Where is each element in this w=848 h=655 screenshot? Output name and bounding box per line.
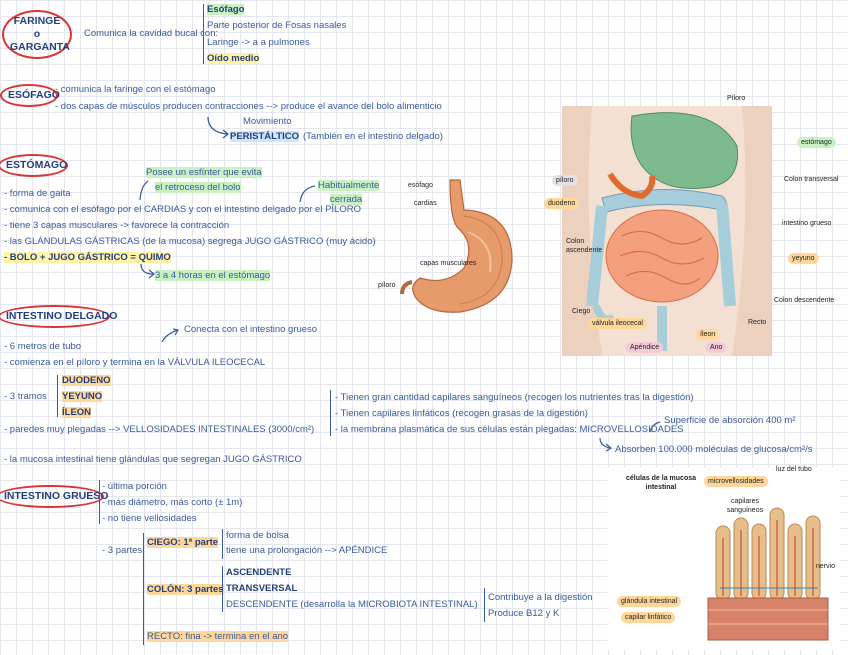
colon-brace — [222, 566, 223, 612]
grueso-item-3: - no tiene vellosidades — [102, 513, 197, 525]
anatomy-label-ileon: íleon — [696, 329, 719, 340]
villi-label-microvellosidades: microvellosidades — [704, 476, 768, 487]
faringe-title: FARINGE o GARGANTA — [2, 10, 72, 59]
faringe-item-4: Oído medio — [207, 53, 259, 65]
estomago-line1: - forma de gaita — [4, 188, 71, 200]
intestino-delgado-line-glandulas: - la mucosa intestinal tiene glándulas q… — [4, 454, 302, 466]
estomago-note-cerrada-1: Habitualmente — [318, 180, 379, 192]
anatomy-label-yeyuno: yeyuno — [788, 253, 819, 264]
anatomy-label-ano: Ano — [706, 342, 726, 353]
anatomy-label-estomago: estómago — [797, 137, 836, 148]
colon-item-2: TRANSVERSAL — [226, 583, 297, 595]
ciego-item-2: tiene una prolongación --> APÉNDICE — [226, 545, 387, 557]
ciego-item-1: forma de bolsa — [226, 530, 289, 542]
ciego-brace — [222, 529, 223, 559]
intestino-delgado-line1: - 6 metros de tubo — [4, 341, 81, 353]
anatomy-label-ciego: Ciego — [572, 307, 590, 316]
intestino-delgado-note-conecta: Conecta con el intestino grueso — [184, 324, 317, 336]
vell-brace — [330, 390, 331, 436]
vell-item-2: - Tienen capilares linfáticos (recogen g… — [335, 408, 588, 420]
stomach-illustration — [372, 172, 532, 322]
estomago-line3: - tiene 3 capas musculares -> favorece l… — [4, 220, 229, 232]
recto: RECTO: fina -> termina en el ano — [147, 631, 288, 643]
faringe-intro: Comunica la cavidad bucal con: — [84, 28, 218, 40]
anatomy-label-piloro: píloro — [552, 175, 578, 186]
tramo-duodeno: DUODENO — [62, 375, 111, 387]
colon-item-3: DESCENDENTE (desarrolla la MICROBIOTA IN… — [226, 599, 478, 611]
anatomy-label-intestino-grueso: intestino grueso — [782, 219, 831, 228]
faringe-item-1: Esófago — [207, 4, 244, 16]
villi-label-capilares: capilares sanguíneos — [722, 497, 768, 515]
esofago-movimiento: Movimiento — [243, 116, 292, 128]
anatomy-label-colon-ascendente: Colon ascendente — [566, 237, 602, 255]
intestino-delgado-line-vell: - paredes muy plegadas --> VELLOSIDADES … — [4, 424, 314, 436]
grueso-brace — [99, 480, 100, 524]
stomach-label-piloro: píloro — [378, 281, 396, 290]
arrow-superficie — [648, 420, 662, 434]
ciego: CIEGO: 1ª parte — [147, 537, 218, 549]
esofago-line2: - dos capas de músculos producen contrac… — [55, 101, 442, 113]
anatomy-label-recto: Recto — [748, 318, 766, 327]
colon-item-1: ASCENDENTE — [226, 567, 291, 579]
vell-item-1: - Tienen gran cantidad capilares sanguín… — [335, 392, 694, 404]
faringe-item-2: Parte posterior de Fosas nasales — [207, 20, 346, 32]
esofago-note: (También en el intestino delgado) — [303, 131, 443, 143]
stomach-label-esofago: esófago — [408, 181, 433, 190]
stomach-figure — [372, 172, 532, 322]
faringe-item-3: Laringe -> a a pulmones — [207, 37, 310, 49]
tramo-ileon: ÍLEON — [62, 407, 91, 419]
arrow-cerrada — [298, 182, 318, 204]
villi-label-nervio: nervio — [816, 562, 835, 571]
villi-label-linfatico: capilar linfático — [621, 612, 675, 623]
grueso-item-1: - última porción — [102, 481, 167, 493]
colon: COLÓN: 3 partes — [147, 584, 224, 596]
estomago-note-esfinter-2: el retroceso del bolo — [155, 182, 241, 194]
esofago-title: ESÓFAGO — [0, 84, 58, 107]
esofago-line1: - comunica la faringe con el estómago — [55, 84, 216, 96]
contribuye-1: Contribuye a la digestión — [488, 592, 593, 604]
tramo-yeyuno: YEYUNO — [62, 391, 102, 403]
stomach-label-capas: capas musculares — [420, 259, 476, 268]
intestino-delgado-tramos-label: - 3 tramos — [4, 391, 47, 403]
partes-brace — [143, 533, 144, 645]
intestino-grueso-title: INTESTINO GRUESO — [0, 485, 104, 508]
estomago-line2: - comunica con el esófago por el CARDIAS… — [4, 204, 361, 216]
anatomy-label-apendice: Apéndice — [626, 342, 663, 353]
anatomy-label-colon-transversal: Colon transversal — [784, 175, 838, 184]
anatomy-label-valvula: válvula ileocecal — [588, 318, 647, 329]
anatomy-label-duodeno: duodeno — [544, 198, 579, 209]
esofago-peristaltico: PERISTÁLTICO — [230, 131, 299, 143]
stomach-label-cardias: cardias — [414, 199, 437, 208]
superficie: Superficie de absorción 400 m² — [664, 415, 796, 427]
arrow-esfinter — [137, 178, 151, 202]
estomago-title: ESTÓMAGO — [0, 154, 68, 177]
intestino-delgado-title: INTESTINO DELGADO — [0, 305, 110, 328]
villi-label-glandula: glándula intestinal — [617, 596, 681, 607]
grueso-item-2: - más diámetro, más corto (± 1m) — [102, 497, 242, 509]
anatomy-label-colon-descendente: Colon descendente — [774, 296, 834, 305]
estomago-note-esfinter-1: Posee un esfínter que evita — [146, 167, 262, 179]
arrow-conecta — [160, 328, 182, 344]
intestino-delgado-line2: - comienza en el píloro y termina en la … — [4, 357, 265, 369]
contribuye-2: Produce B12 y K — [488, 608, 559, 620]
contribuye-brace — [484, 588, 485, 622]
estomago-line6: 3 a 4 horas en el estómago — [155, 270, 270, 282]
faringe-brace — [203, 4, 204, 64]
arrow-absorben — [598, 436, 614, 452]
tramos-brace — [57, 375, 58, 417]
villi-title: células de la mucosa intestinal — [620, 474, 702, 492]
vell-item-3: - la membrana plasmática de sus células … — [335, 424, 684, 436]
absorben: Absorben 100.000 moléculas de glucosa/cm… — [615, 444, 813, 456]
villi-label-luz: luz del tubo — [776, 465, 812, 474]
anatomy-label-piloro-top: Píloro — [727, 94, 745, 103]
estomago-line4: - las GLÁNDULAS GÁSTRICAS (de la mucosa)… — [4, 236, 376, 248]
grueso-partes-label: - 3 partes — [102, 545, 142, 557]
